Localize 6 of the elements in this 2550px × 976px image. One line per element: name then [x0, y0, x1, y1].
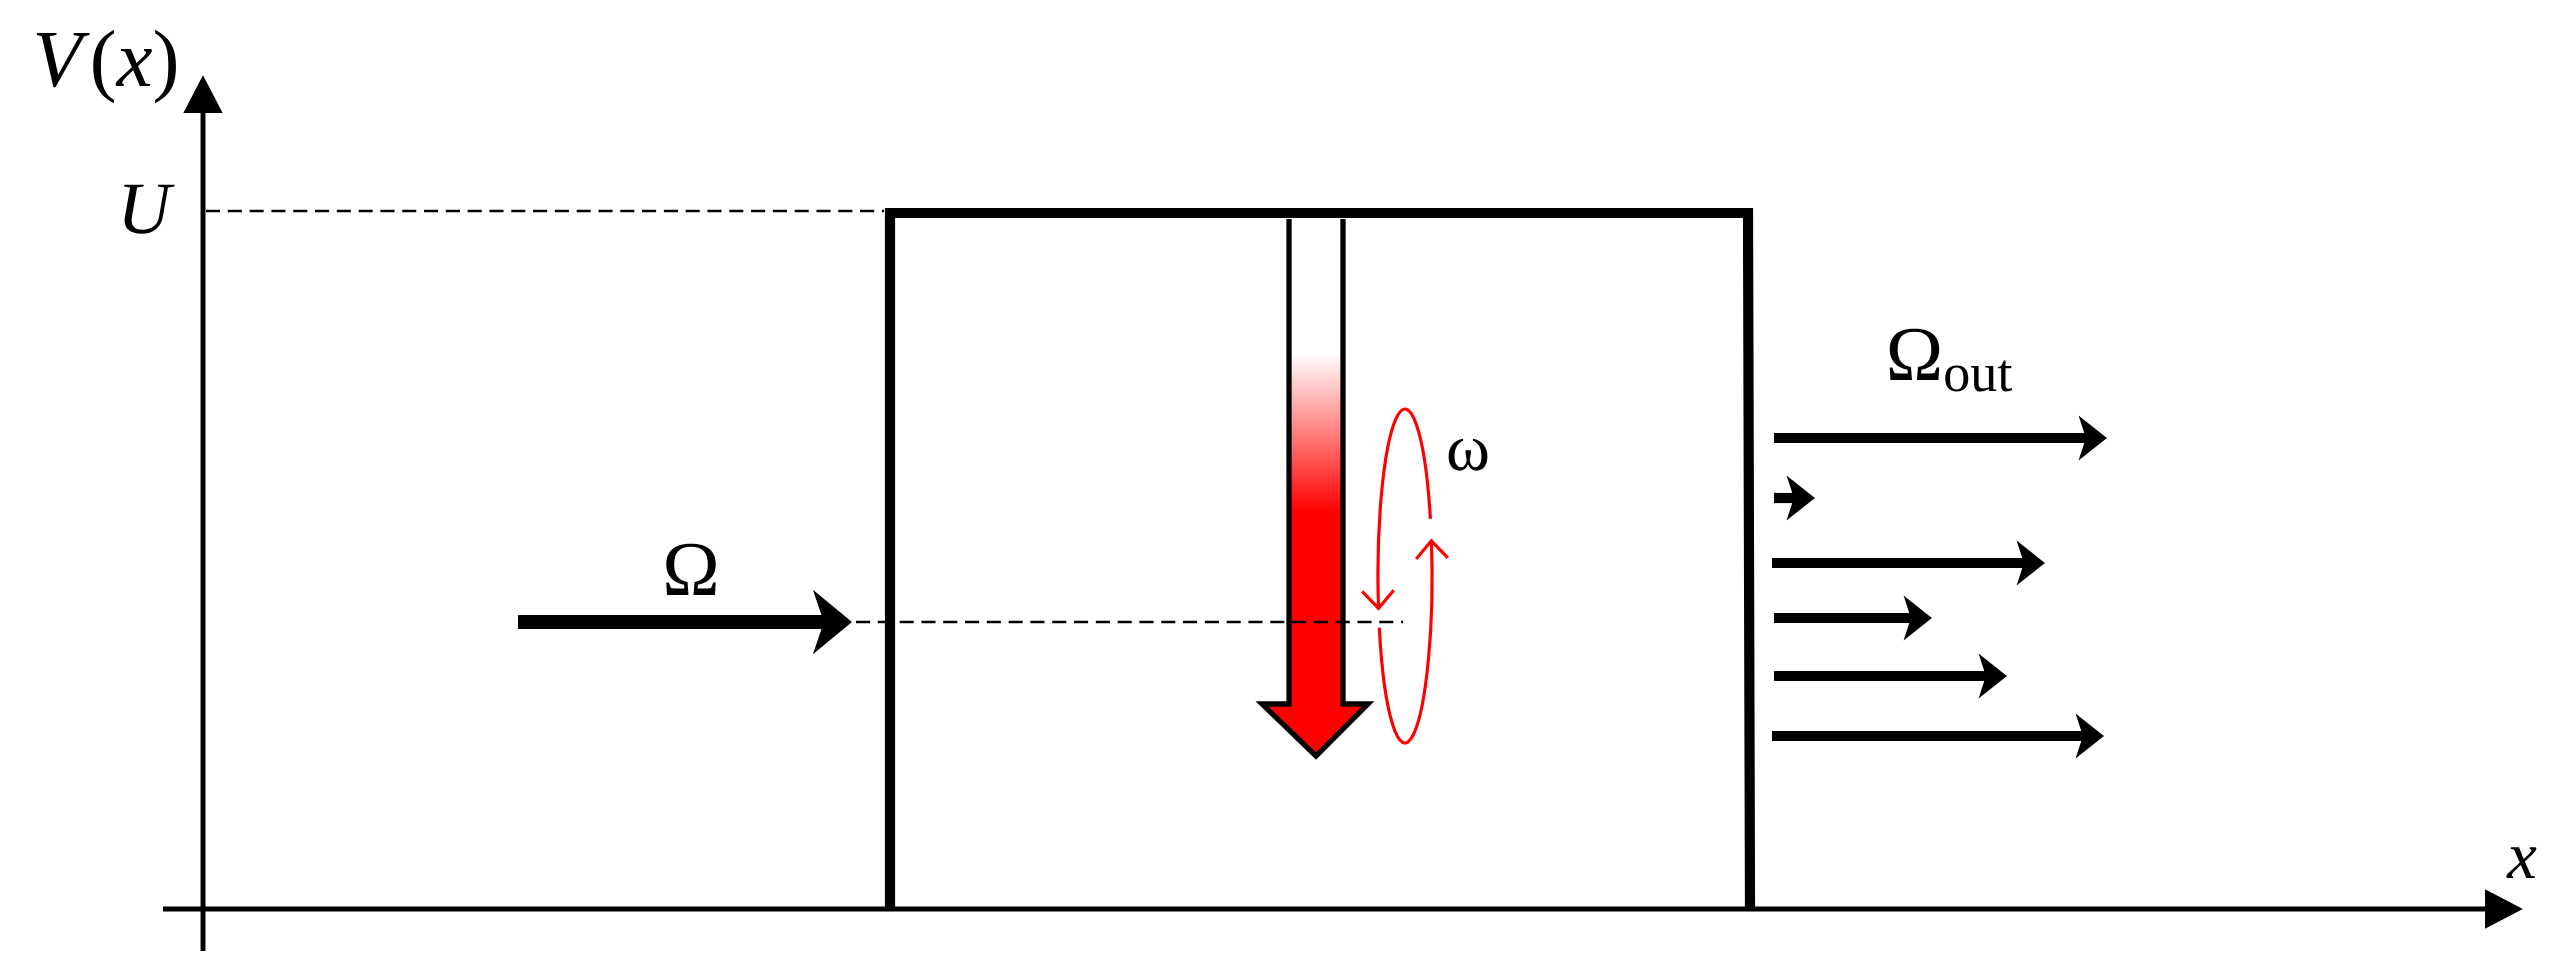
flux-label: Ω$_{out}$: [1889, 328, 2013, 392]
level-label: U: [124, 184, 175, 234]
rotation-label: ω: [1448, 438, 1488, 471]
axis-label: V(x): [36, 29, 176, 104]
axis-label: x: [2506, 847, 2537, 878]
flux-label: Ω: [666, 543, 716, 595]
